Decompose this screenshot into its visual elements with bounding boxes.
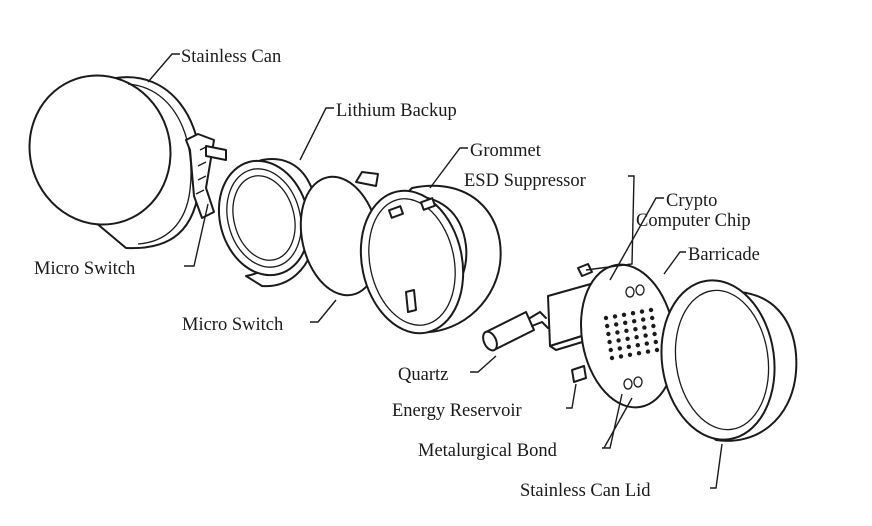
barricade-hole [653,339,658,345]
barricade-hole [654,347,660,353]
label-crypto-line2: Computer Chip [636,211,751,231]
label-metalurgical-bond: Metalurgical Bond [418,441,558,461]
label-energy-reservoir: Energy Reservoir [392,401,522,421]
barricade-hole [632,319,637,324]
barricade-hole [607,339,612,345]
barricade-hole [639,309,645,314]
barricade-hole [606,331,611,337]
label-stainless-can: Stainless Can [181,47,281,67]
metalurgical-bond-mark [625,286,635,298]
barricade-hole [609,355,615,361]
barricade-hole [617,346,622,351]
barricade-hole [626,344,631,349]
barricade-hole [621,312,627,317]
label-crypto-line1: Crypto [666,191,717,211]
barricade-hole [633,327,638,332]
label-barricade: Barricade [688,245,760,265]
barricade-hole [605,323,610,329]
barricade-hole [652,331,657,337]
metalurgical-bond-mark [633,376,643,388]
barricade-part [580,263,676,409]
leader-lines [147,53,723,489]
barricade-hole-grid [603,284,660,390]
barricade-hole [612,314,618,319]
label-quartz: Quartz [398,365,448,385]
barricade-hole [618,354,624,359]
stainless-can-part [28,74,227,250]
barricade-hole [636,351,642,356]
energy-reservoir-part [571,365,587,383]
grommet-part [359,184,502,335]
barricade-hole [641,317,646,322]
lithium-backup-part [217,158,319,288]
barricade-hole [625,336,630,341]
barricade-hole [635,343,640,348]
barricade-hole [651,323,656,329]
labels: Stainless Can Lithium Backup Grommet ESD… [34,47,760,501]
barricade-hole [614,322,619,327]
barricade-hole [615,330,620,335]
barricade-hole [624,328,629,333]
barricade-hole [603,315,609,321]
label-grommet: Grommet [470,141,542,161]
label-micro-switch-left: Micro Switch [34,259,135,279]
barricade-hole [634,335,639,340]
metalurgical-bond-mark [635,284,645,296]
barricade-hole [650,315,655,321]
barricade-hole [644,341,649,346]
barricade-hole [648,307,654,313]
barricade-hole [645,349,651,354]
barricade-hole [616,338,621,343]
label-micro-switch-mid: Micro Switch [182,315,283,335]
barricade-hole [643,333,648,338]
label-lithium-backup: Lithium Backup [336,101,457,121]
stainless-can-lid-part [660,279,798,442]
metalurgical-bond-mark [623,378,633,390]
label-esd-suppressor: ESD Suppressor [464,171,586,191]
barricade-hole [630,311,636,316]
quartz-part [482,311,549,352]
esd-suppressor-part [577,263,593,277]
barricade-hole [623,320,628,325]
barricade-hole [642,325,647,330]
barricade-hole [608,347,613,353]
barricade-hole [627,352,633,357]
label-stainless-can-lid: Stainless Can Lid [520,481,651,501]
